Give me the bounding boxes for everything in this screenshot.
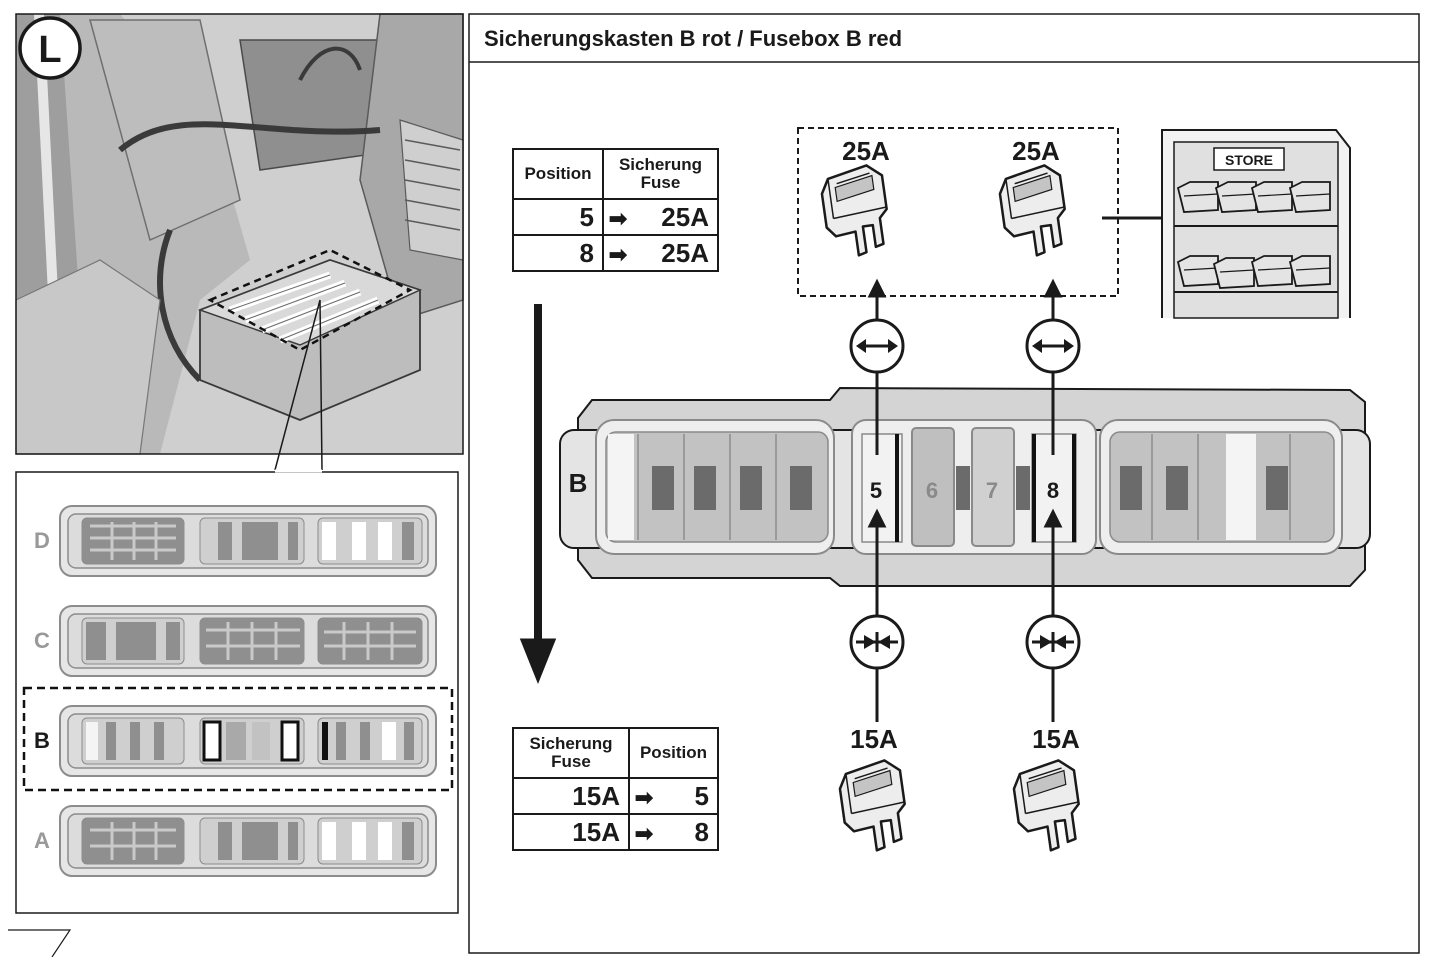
main-fusebox-b — [559, 386, 1371, 587]
table-remove: Position Sicherung Fuse 5 ➡ 25A 8 ➡ 25A — [512, 148, 719, 272]
main-panel-frame — [468, 13, 1420, 954]
table-row: 15A ➡ 8 — [512, 813, 719, 851]
row-label-c: C — [34, 628, 50, 653]
detail-fusebox-rows — [22, 505, 454, 877]
table-row: 5 ➡ 25A — [512, 198, 719, 236]
table-remove-row1-fuse: 25A — [632, 198, 719, 236]
detail-panel-frame — [15, 471, 459, 914]
table-insert-row1-position: 5 — [658, 777, 719, 815]
push-icon-right — [1025, 614, 1081, 670]
slot-label-6: 6 — [926, 478, 938, 503]
arrow-icon: ➡ — [602, 198, 632, 236]
table-row: 8 ➡ 25A — [512, 234, 719, 272]
fuse-bottom-right-label: 15A — [1032, 724, 1080, 754]
table-insert: Sicherung Fuse Position 15A ➡ 5 15A ➡ 8 — [512, 727, 719, 851]
row-label-a: A — [34, 828, 50, 853]
table-insert-row1-fuse: 15A — [512, 777, 630, 815]
fuse-15a-left-illustration — [835, 757, 912, 856]
table-remove-row2-fuse: 25A — [632, 234, 719, 272]
table-row: 15A ➡ 5 — [512, 777, 719, 815]
table-remove-header-sicherung: Sicherung — [618, 155, 703, 174]
push-icon-left — [849, 614, 905, 670]
row-label-d: D — [34, 528, 50, 553]
store-cabinet — [1161, 129, 1351, 319]
row-b-highlight — [22, 686, 454, 792]
table-remove-header-position: Position — [512, 148, 604, 200]
fuse-bottom-left-label: 15A — [850, 724, 898, 754]
store-label: STORE — [1225, 152, 1273, 168]
badge-letter: L — [38, 29, 61, 71]
pull-icon-left — [849, 318, 905, 374]
table-remove-row2-position: 8 — [512, 234, 604, 272]
fuse-top-right-label: 25A — [1012, 136, 1060, 166]
slot-label-5: 5 — [870, 478, 882, 503]
table-insert-header-position: Position — [628, 727, 719, 779]
table-insert-header-sicherung: Sicherung — [529, 734, 613, 753]
table-remove-header-fuse-en: Fuse — [640, 173, 681, 192]
slot-label-8: 8 — [1047, 478, 1059, 503]
fusebox-letter: B — [569, 468, 588, 498]
fuse-25a-right-illustration — [995, 162, 1072, 261]
table-insert-row2-fuse: 15A — [512, 813, 630, 851]
pull-icon-right — [1025, 318, 1081, 374]
fuse-15a-right-illustration — [1009, 757, 1086, 856]
table-insert-header-fuse-en: Fuse — [551, 752, 591, 771]
badge-circle — [18, 16, 82, 80]
removed-fuses-frame — [797, 127, 1119, 297]
fuse-top-left-label: 25A — [842, 136, 890, 166]
fuse-25a-left-illustration — [817, 162, 894, 261]
arrow-icon: ➡ — [628, 777, 658, 815]
table-remove-row1-position: 5 — [512, 198, 604, 236]
table-insert-header-fuse: Sicherung Fuse — [512, 727, 630, 779]
slot-label-7: 7 — [986, 478, 998, 503]
arrow-icon: ➡ — [602, 234, 632, 272]
row-label-b: B — [34, 728, 50, 753]
engine-bay-illustration — [15, 13, 464, 473]
page-title: Sicherungskasten B rot / Fusebox B red — [484, 26, 903, 51]
table-remove-header-fuse: Sicherung Fuse — [602, 148, 719, 200]
table-insert-row2-position: 8 — [658, 813, 719, 851]
arrow-icon: ➡ — [628, 813, 658, 851]
